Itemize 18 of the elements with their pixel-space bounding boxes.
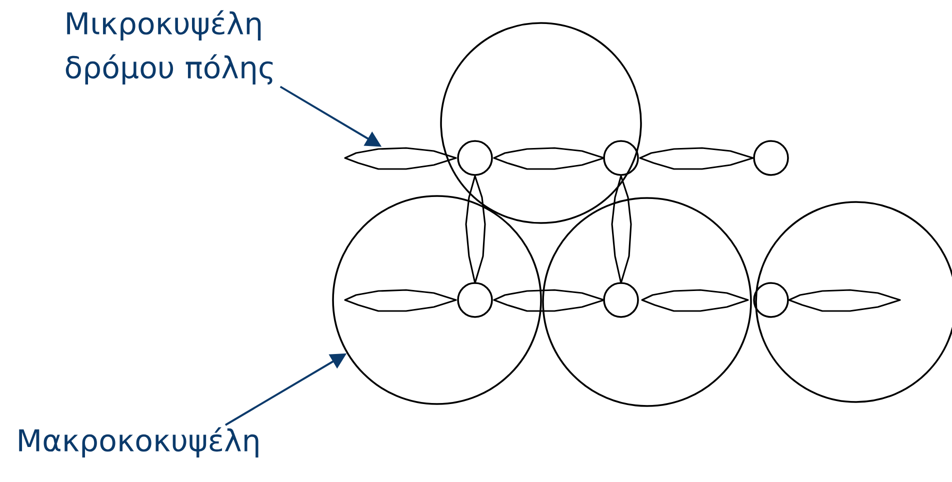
antenna-lobe [493,289,605,312]
antenna-lobe [639,147,754,170]
antenna-circle [457,282,493,318]
antenna-lobe [788,289,901,312]
antenna-lobe [493,147,605,170]
antenna-lobe [465,175,486,284]
antenna-circle [603,282,639,318]
callout-text: Μακροκοκυψέλη [19,427,258,458]
cell-circle [440,22,642,224]
antenna-circle [457,140,493,176]
antenna-lobe [611,175,632,284]
antenna-lobe [344,289,457,312]
callout-text: Μικροκυψέλη δρόμου πόλης [66,10,273,84]
cell-circle [332,195,542,405]
cell-circle [542,197,752,407]
antenna-lobe [641,289,749,312]
antenna-circle [753,140,789,176]
antenna-lobe [344,147,457,170]
